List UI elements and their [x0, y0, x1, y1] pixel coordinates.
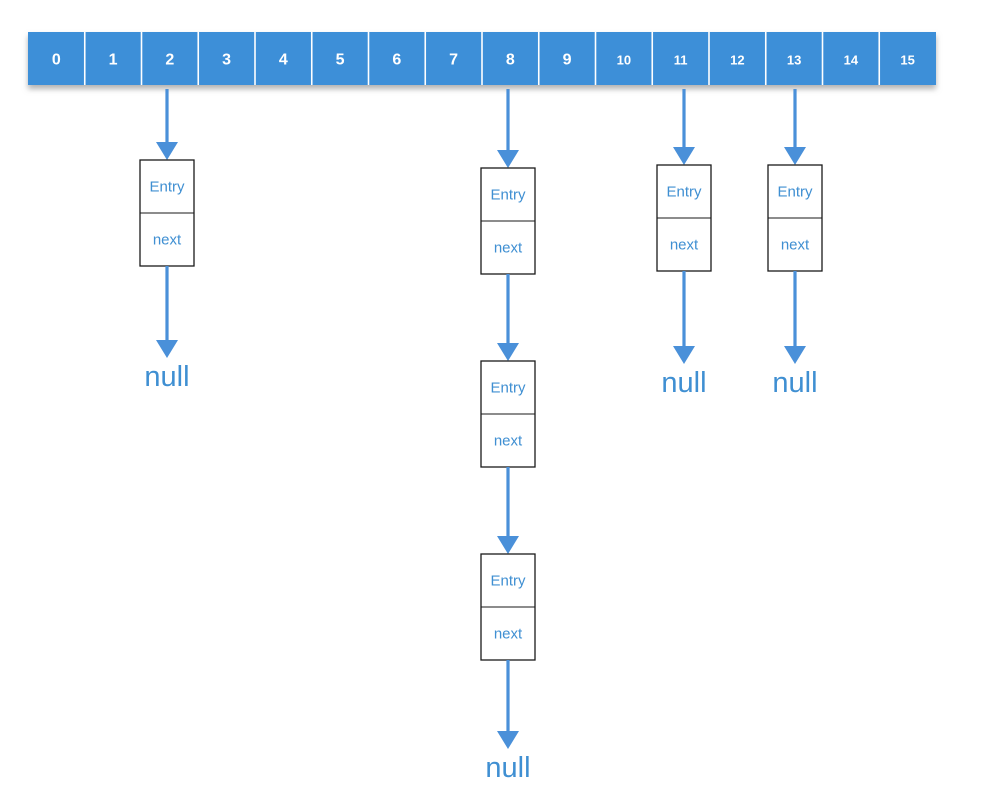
chain-bucket-11: Entry next null — [656, 89, 712, 399]
pointer-arrow — [497, 89, 519, 168]
entry-label: Entry — [666, 184, 702, 201]
bucket-cell-7: 7 — [424, 32, 458, 85]
next-label: next — [494, 240, 523, 257]
bucket-index-label: 0 — [52, 52, 61, 69]
bucket-index-label: 2 — [165, 52, 174, 69]
entry-node: Entry next — [656, 164, 712, 272]
bucket-cell-2: 2 — [140, 32, 174, 85]
entry-label: Entry — [490, 573, 526, 590]
bucket-index-label: 9 — [563, 52, 572, 69]
pointer-arrow — [784, 271, 806, 364]
next-label: next — [494, 626, 523, 643]
pointer-arrow — [497, 660, 519, 749]
entry-label: Entry — [490, 187, 526, 204]
bucket-index-label: 6 — [392, 52, 401, 69]
entry-node: Entry next — [139, 159, 195, 267]
next-label: next — [781, 237, 810, 254]
next-label: next — [494, 433, 523, 450]
bucket-cell-5: 5 — [310, 32, 345, 85]
bucket-index-label: 13 — [787, 53, 801, 68]
bucket-index-label: 15 — [900, 53, 914, 68]
bucket-index-label: 14 — [844, 53, 859, 68]
bucket-cell-13: 13 — [764, 32, 801, 85]
bucket-index-label: 8 — [506, 52, 515, 69]
bucket-cell-6: 6 — [367, 32, 401, 85]
pointer-arrow — [497, 274, 519, 361]
entry-node: Entry next — [480, 360, 536, 468]
bucket-index-label: 3 — [222, 52, 231, 69]
entry-node: Entry next — [480, 167, 536, 275]
pointer-arrow — [673, 271, 695, 364]
bucket-index-label: 1 — [109, 52, 118, 69]
bucket-index-label: 11 — [674, 53, 688, 68]
bucket-cell-14: 14 — [821, 32, 859, 85]
bucket-cell-4: 4 — [254, 32, 288, 85]
bucket-index-label: 4 — [279, 52, 288, 69]
bucket-cell-9: 9 — [537, 32, 572, 85]
bucket-index-label: 10 — [617, 53, 631, 68]
bucket-chains: EntrynextnullEntrynextEntrynextEntrynext… — [139, 89, 823, 784]
next-label: next — [670, 237, 699, 254]
chain-bucket-13: Entry next null — [767, 89, 823, 399]
bucket-cell-3: 3 — [197, 32, 231, 85]
pointer-arrow — [784, 89, 806, 165]
null-terminal-label: null — [661, 367, 706, 399]
pointer-arrow — [497, 467, 519, 554]
next-label: next — [153, 232, 182, 249]
bucket-cell-11: 11 — [651, 32, 688, 85]
bucket-cell-10: 10 — [594, 32, 631, 85]
entry-node: Entry next — [767, 164, 823, 272]
bucket-cell-1: 1 — [83, 32, 118, 85]
entry-label: Entry — [149, 179, 185, 196]
entry-label: Entry — [490, 380, 526, 397]
null-terminal-label: null — [485, 752, 530, 784]
bucket-index-label: 5 — [336, 52, 345, 69]
pointer-arrow — [673, 89, 695, 165]
pointer-arrow — [156, 89, 178, 160]
entry-label: Entry — [777, 184, 813, 201]
bucket-cell-15: 15 — [878, 32, 915, 85]
bucket-cell-12: 12 — [708, 32, 745, 85]
entry-node: Entry next — [480, 553, 536, 661]
null-terminal-label: null — [144, 361, 189, 393]
bucket-index-label: 12 — [730, 53, 744, 68]
bucket-index-label: 7 — [449, 52, 458, 69]
bucket-cell-0: 0 — [52, 52, 61, 69]
null-terminal-label: null — [772, 367, 817, 399]
chain-bucket-2: Entry next null — [139, 89, 195, 393]
pointer-arrow — [156, 266, 178, 358]
bucket-cell-8: 8 — [481, 32, 515, 85]
